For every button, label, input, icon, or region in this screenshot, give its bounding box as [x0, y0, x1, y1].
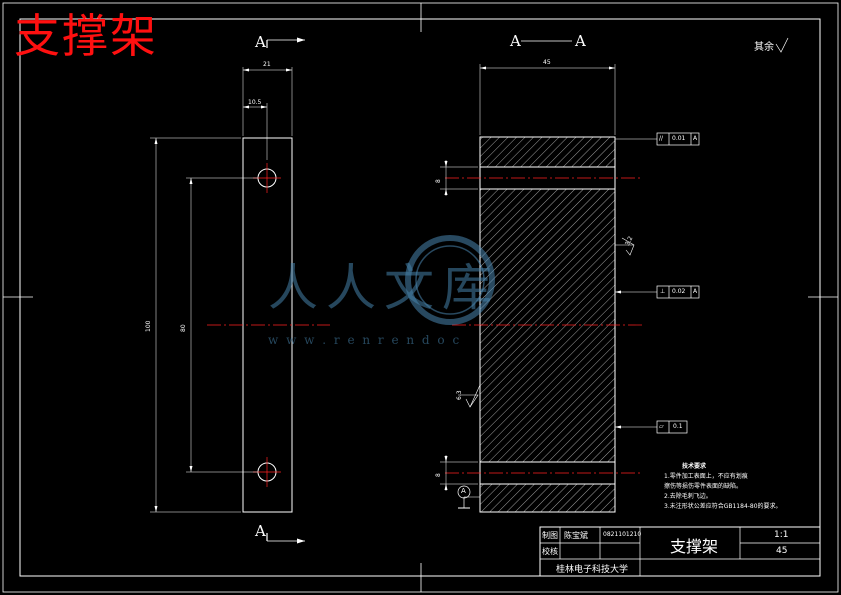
- gdt-perp-value: 0.02: [672, 288, 686, 295]
- roughness-side-value: 6.3: [456, 390, 463, 400]
- tech-line-2: 擦伤等损伤零件表面的缺陷。: [664, 483, 743, 490]
- section-view: [440, 37, 789, 513]
- section-mark-bottom: A: [255, 522, 266, 540]
- datum-letter: A: [461, 487, 466, 495]
- drawing-title-red: 支撑架: [14, 9, 158, 63]
- front-view: [150, 37, 330, 544]
- watermark-text: 人人文库: [268, 259, 500, 317]
- watermark-logo: [405, 235, 495, 325]
- tech-line-4: 3.未注形状公差应符合GB1184-80的要求。: [664, 503, 782, 510]
- dim-hole-spacing: 80: [180, 324, 187, 332]
- tech-line-3: 2.去除毛刺飞边。: [664, 493, 712, 500]
- datum-a: [457, 485, 480, 509]
- slot-bottom: [480, 462, 615, 484]
- gdt-perpendicularity: [615, 285, 700, 299]
- dim-width-45: 45: [543, 59, 551, 66]
- dim-hole-offset: 10.5: [248, 99, 262, 106]
- gdt-flat-symbol: ▱: [659, 423, 664, 430]
- inner-border: [19, 18, 821, 577]
- tech-line-1: 1.零件加工表面上，不应有划痕: [664, 473, 748, 480]
- dim-width-21: 21: [263, 61, 271, 68]
- section-mark-top: A: [255, 33, 266, 51]
- dim-slot-bottom: 8: [435, 473, 442, 477]
- tb-school: 桂林电子科技大学: [556, 565, 629, 575]
- gdt-perp-symbol: ⊥: [660, 288, 666, 295]
- gdt-parallel-datum: A: [693, 135, 698, 142]
- other-roughness-label: 其余: [754, 42, 774, 53]
- tech-heading: 技术要求: [682, 463, 707, 470]
- tb-number: 0821101210: [603, 531, 642, 538]
- gdt-flat-value: 0.1: [673, 423, 683, 430]
- gdt-parallel-value: 0.01: [672, 135, 686, 142]
- gdt-parallel-symbol: //: [659, 135, 664, 142]
- tb-scale: 1:1: [774, 530, 789, 540]
- dim-total-height: 100: [145, 320, 152, 332]
- watermark-url: w w w . r e n r e n d o c: [268, 333, 462, 347]
- section-label-right: A: [575, 32, 586, 50]
- technical-requirements: 技术要求 1.零件加工表面上，不应有划痕 擦伤等损伤零件表面的缺陷。 2.去除毛…: [664, 462, 782, 512]
- dim-slot-top: 8: [435, 179, 442, 183]
- hatched-body: [480, 137, 615, 512]
- gdt-flatness: [615, 420, 688, 434]
- tb-material: 45: [776, 546, 788, 556]
- title-block: [539, 526, 821, 577]
- gdt-perp-datum: A: [693, 288, 698, 295]
- tb-drawn-label: 制图: [542, 531, 558, 540]
- slot-top: [480, 167, 615, 189]
- gdt-parallelism: [615, 132, 700, 146]
- tb-drawn-name: 陈宝斌: [564, 531, 588, 540]
- section-label-left: A: [510, 32, 521, 50]
- tb-part-name: 支撑架: [670, 537, 719, 556]
- tb-checked-label: 校核: [542, 547, 558, 556]
